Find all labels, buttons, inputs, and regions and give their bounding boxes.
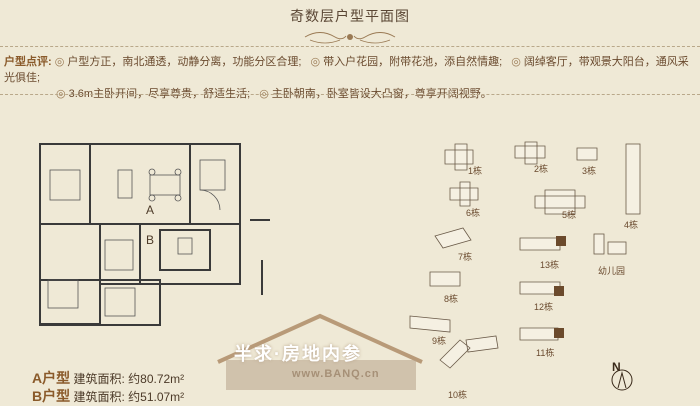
plan-label-a: A	[146, 203, 154, 217]
watermark-text: 半求·房地内参	[234, 344, 362, 364]
north-arrow-label: N	[612, 360, 621, 374]
plan-label-b: B	[146, 233, 154, 247]
title-ornament	[304, 32, 396, 44]
area-row-a: A户型 建筑面积: 约80.72m²	[32, 368, 184, 388]
unit-type-b: B户型	[32, 388, 71, 404]
area-label-b: 建筑面积:	[73, 390, 125, 404]
area-label-a: 建筑面积:	[73, 372, 125, 386]
review-label: 户型点评:	[4, 56, 52, 68]
building-label-9: 9栋	[432, 336, 447, 346]
building-label-10: 10栋	[448, 390, 468, 400]
layout-review: 户型点评: ◎户型方正，南北通透，动静分离，功能分区合理; ◎带入户花园，附带花…	[4, 54, 698, 102]
building-label-11: 11栋	[536, 348, 555, 358]
watermark-house-icon	[217, 313, 423, 390]
building-label-6: 6栋	[466, 208, 481, 218]
building-label-4: 4栋	[624, 220, 639, 230]
review-point-3: 阔绰客厅，带观景大阳台，通风采光俱佳;	[4, 56, 689, 84]
area-value-b: 约51.07m²	[128, 390, 185, 404]
building-label-7: 7栋	[458, 252, 473, 262]
unit-type-a: A户型	[32, 370, 71, 386]
area-row-b: B户型 建筑面积: 约51.07m²	[32, 386, 184, 406]
divider-bottom	[0, 94, 700, 95]
review-point-2: 带入户花园，附带花池，添自然情趣;	[323, 56, 503, 68]
review-point-1: 户型方正，南北通透，动静分离，功能分区合理;	[67, 56, 302, 68]
bullet-icon: ◎	[511, 56, 521, 68]
building-label-12: 12栋	[534, 302, 554, 312]
area-value-a: 约80.72m²	[128, 372, 185, 386]
watermark-url: www.BANQ.cn	[292, 368, 380, 380]
kindergarten-label: 幼儿园	[598, 266, 626, 276]
building-label-5: 5栋	[562, 210, 577, 220]
bullet-icon: ◎	[54, 56, 65, 68]
building-label-8: 8栋	[444, 294, 459, 304]
site-plan	[409, 141, 641, 391]
building-label-3: 3栋	[582, 166, 597, 176]
building-label-1: 1栋	[468, 166, 483, 176]
bullet-icon: ◎	[310, 56, 321, 68]
floor-plan: A B	[39, 143, 270, 326]
building-label-13: 13栋	[540, 260, 560, 270]
divider-top	[0, 46, 700, 47]
page-title: 奇数层户型平面图	[290, 8, 410, 24]
building-label-2: 2栋	[534, 164, 549, 174]
